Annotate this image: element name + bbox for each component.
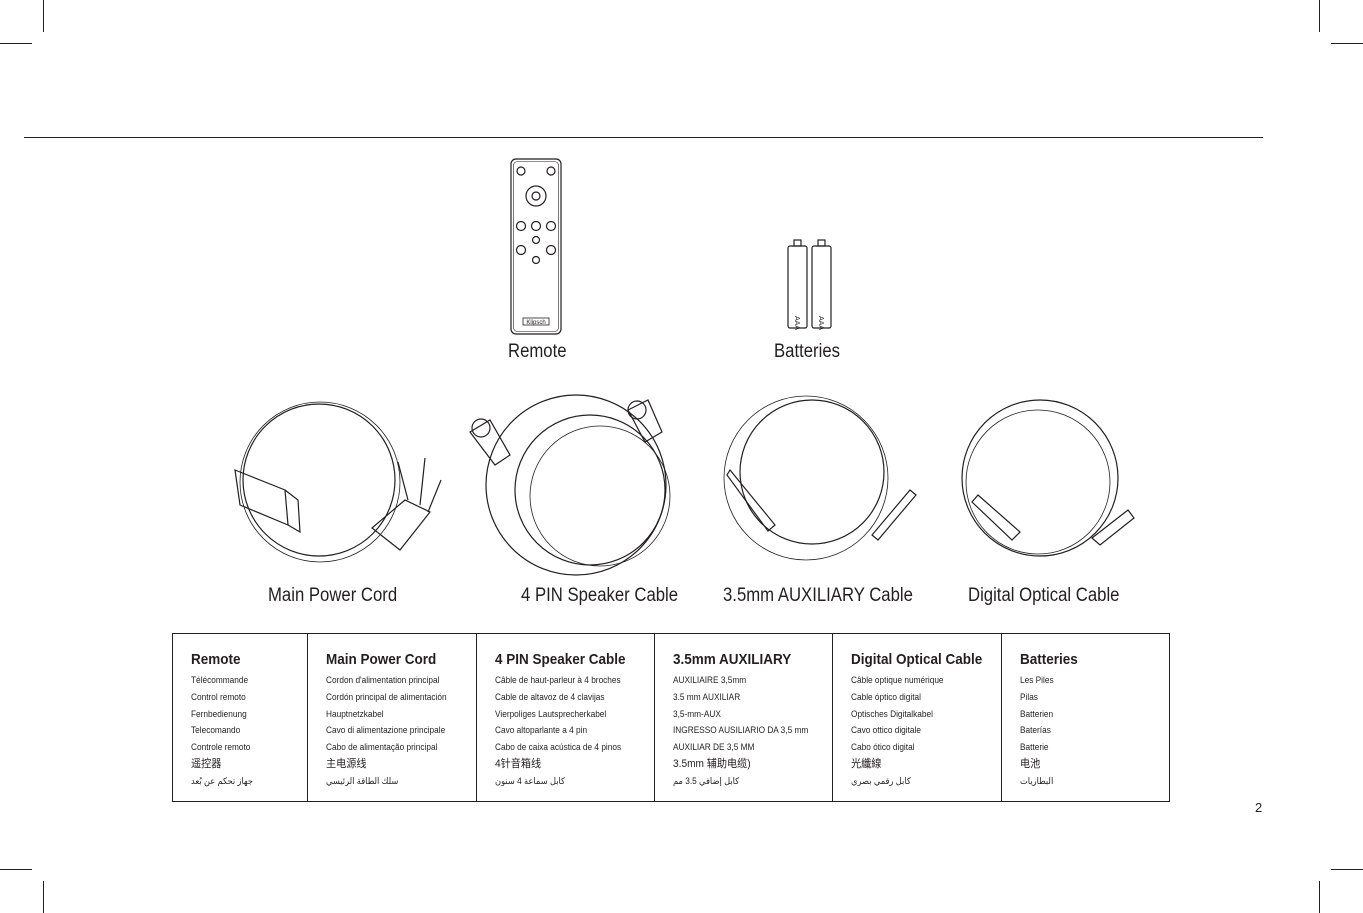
list-item: INGRESSO AUSILIARIO DA 3,5 mm bbox=[673, 725, 809, 736]
list-item: 3.5 mm AUXILIAR bbox=[673, 691, 741, 702]
header-rule bbox=[24, 137, 1263, 138]
list-item: Les Piles bbox=[1020, 675, 1054, 685]
crop-mark-top-right-h bbox=[1331, 43, 1363, 44]
page-number: 2 bbox=[1255, 800, 1263, 815]
aux-cable-illustration bbox=[723, 395, 917, 561]
table-column-optical: Digital Optical Cable Câble optique numé… bbox=[833, 634, 1002, 801]
list-item: البطاريات bbox=[1020, 775, 1054, 786]
list-item: 3,5-mm-AUX bbox=[673, 708, 721, 719]
column-heading: 4 PIN Speaker Cable bbox=[495, 651, 626, 668]
list-item: 遥控器 bbox=[191, 757, 222, 770]
list-item: Optisches Digitalkabel bbox=[851, 708, 933, 719]
list-item: Hauptnetzkabel bbox=[326, 708, 384, 719]
list-item: Baterías bbox=[1020, 725, 1051, 736]
list-item: Vierpoliges Lautsprecherkabel bbox=[495, 708, 607, 719]
crop-mark-bottom-left-v bbox=[43, 881, 44, 913]
table-column-speaker-cable: 4 PIN Speaker Cable Câble de haut-parleu… bbox=[477, 634, 655, 801]
list-item: Cavo ottico digitale bbox=[851, 725, 921, 736]
crop-mark-top-left-v bbox=[43, 0, 44, 32]
column-heading: Batteries bbox=[1020, 651, 1078, 668]
list-item: Cable de altavoz de 4 clavijas bbox=[495, 691, 605, 702]
list-item: كابل رقمي بصري bbox=[851, 775, 911, 786]
list-item: Cabo de caixa acústica de 4 pinos bbox=[495, 742, 622, 753]
speaker-cable-illustration bbox=[469, 394, 671, 576]
caption-aux-cable: 3.5mm AUXILIARY Cable bbox=[723, 585, 913, 606]
power-cord-illustration bbox=[234, 401, 442, 563]
caption-remote: Remote bbox=[508, 341, 567, 362]
list-item: Cabo de alimentação principal bbox=[326, 742, 438, 753]
list-item: Câble de haut-parleur à 4 broches bbox=[495, 675, 621, 685]
remote-illustration bbox=[510, 158, 562, 335]
caption-batteries: Batteries bbox=[774, 341, 840, 362]
translation-table: Remote Télécommande Control remoto Fernb… bbox=[172, 633, 1170, 802]
table-column-remote: Remote Télécommande Control remoto Fernb… bbox=[173, 634, 308, 801]
list-item: Câble optique numérique bbox=[851, 675, 944, 685]
crop-mark-top-right-v bbox=[1319, 0, 1320, 32]
crop-mark-bottom-right-v bbox=[1319, 881, 1320, 913]
list-item: Cable óptico digital bbox=[851, 691, 921, 702]
battery-1-label: AAA bbox=[793, 316, 800, 330]
list-item: AUXILIAIRE 3,5mm bbox=[673, 675, 747, 685]
battery-2-label: AAA bbox=[817, 316, 824, 330]
list-item: 3.5mm 辅助电缆) bbox=[673, 757, 751, 770]
remote-brand-text: Klipsch bbox=[526, 320, 545, 326]
list-item: Cordon d'alimentation principal bbox=[326, 675, 440, 685]
bluetooth-button-icon bbox=[545, 220, 557, 232]
crop-mark-top-left-h bbox=[0, 43, 32, 44]
list-item: Batterien bbox=[1020, 708, 1054, 719]
column-heading: Remote bbox=[191, 651, 241, 668]
power-button-icon bbox=[516, 166, 526, 176]
list-item: 主电源线 bbox=[326, 757, 367, 770]
list-item: كابل سماعة 4 سنون bbox=[495, 775, 565, 786]
list-item: سلك الطاقة الرئيسي bbox=[326, 775, 399, 786]
list-item: Batterie bbox=[1020, 742, 1049, 753]
column-heading: Digital Optical Cable bbox=[851, 651, 983, 668]
list-item: Cabo ótico digital bbox=[851, 742, 915, 753]
column-heading: 3.5mm AUXILIARY bbox=[673, 651, 792, 668]
batteries-illustration bbox=[787, 239, 832, 329]
list-item: Télécommande bbox=[191, 675, 249, 685]
caption-speaker-cable: 4 PIN Speaker Cable bbox=[521, 585, 679, 606]
klipsch-logo-icon bbox=[522, 317, 550, 326]
list-item: 电池 bbox=[1020, 757, 1041, 770]
list-item: Pilas bbox=[1020, 691, 1038, 702]
list-item: Telecomando bbox=[191, 725, 241, 736]
list-item: جهاز تحكم عن بُعد bbox=[191, 775, 253, 786]
list-item: Controle remoto bbox=[191, 742, 251, 753]
crop-mark-bottom-right-h bbox=[1331, 869, 1363, 870]
table-column-aux: 3.5mm AUXILIARY AUXILIAIRE 3,5mm 3.5 mm … bbox=[655, 634, 833, 801]
list-item: كابل إضافي 3.5 مم bbox=[673, 775, 740, 786]
list-item: Cordón principal de alimentación bbox=[326, 691, 447, 702]
list-item: Control remoto bbox=[191, 691, 246, 702]
table-column-main-power-cord: Main Power Cord Cordon d'alimentation pr… bbox=[308, 634, 477, 801]
list-item: Cavo altoparlante a 4 pin bbox=[495, 725, 588, 736]
list-item: Cavo di alimentazione principale bbox=[326, 725, 446, 736]
list-item: 4针音箱线 bbox=[495, 757, 542, 770]
optical-cable-illustration bbox=[961, 399, 1135, 557]
column-heading: Main Power Cord bbox=[326, 651, 437, 668]
crop-mark-bottom-left-h bbox=[0, 869, 32, 870]
list-item: Fernbedienung bbox=[191, 708, 247, 719]
list-item: AUXILIAR DE 3,5 MM bbox=[673, 742, 755, 753]
list-item: 光纖線 bbox=[851, 757, 882, 770]
caption-optical-cable: Digital Optical Cable bbox=[968, 585, 1120, 606]
caption-main-power-cord: Main Power Cord bbox=[268, 585, 398, 606]
table-column-batteries: Batteries Les Piles Pilas Batterien Bate… bbox=[1002, 634, 1169, 801]
